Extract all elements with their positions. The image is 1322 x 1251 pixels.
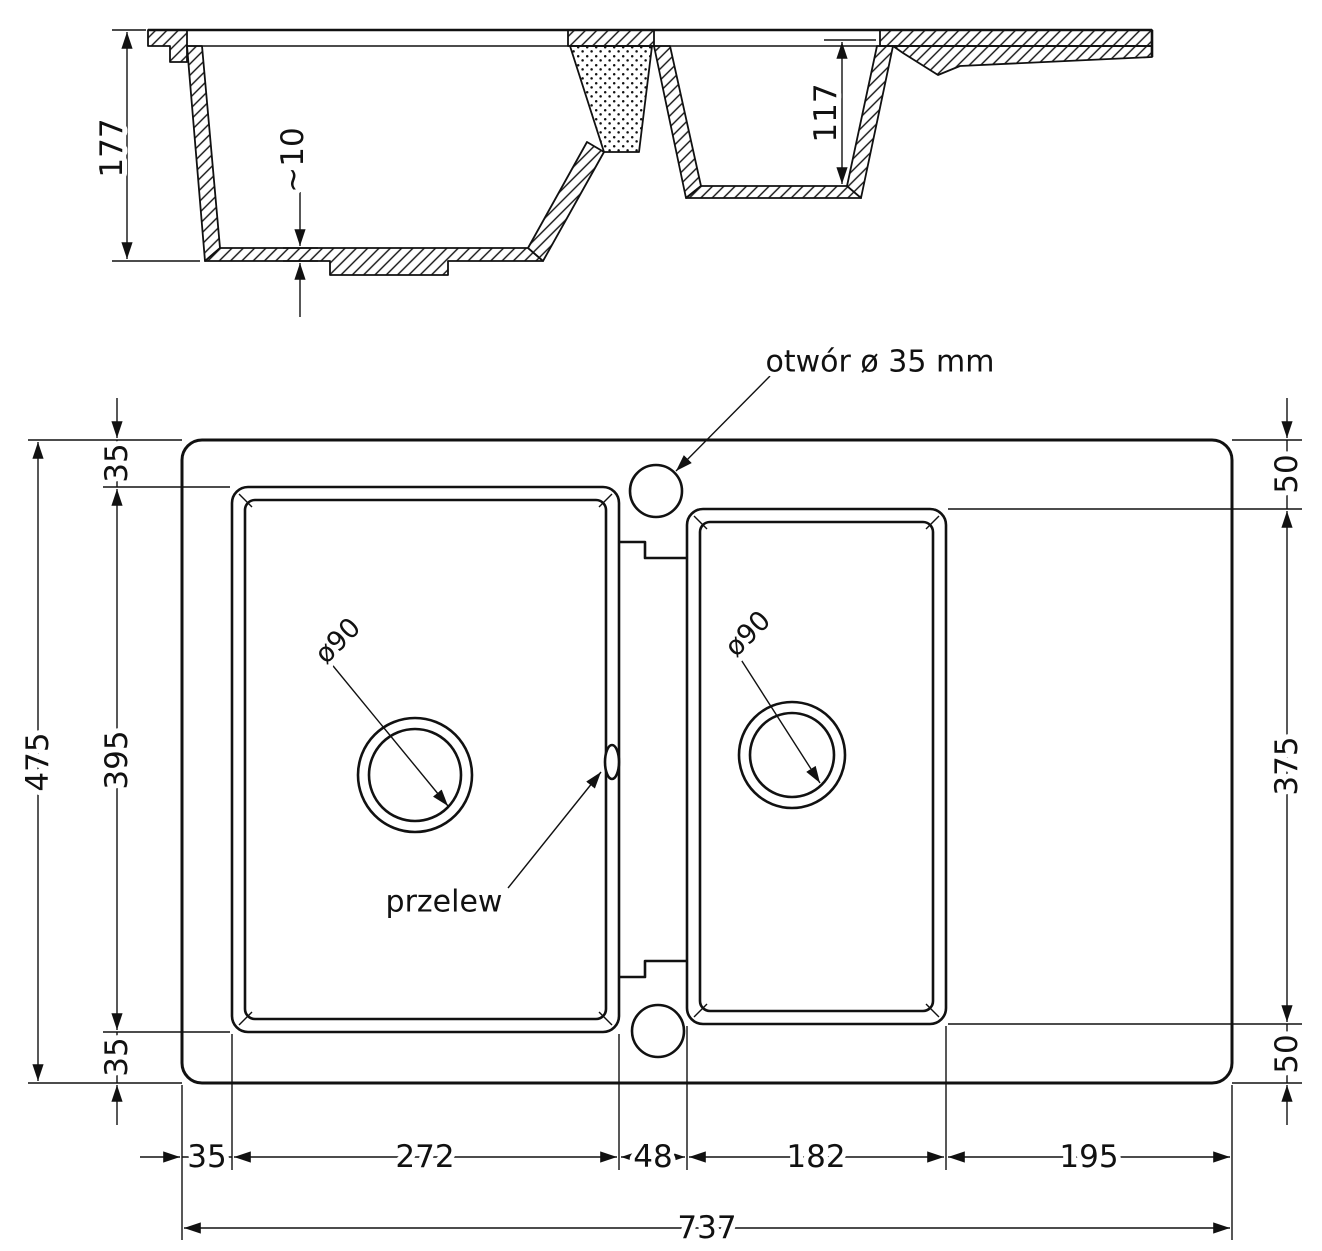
section-right-deck (879, 29, 1153, 47)
dim-375: 375 (1264, 510, 1310, 1022)
dim-35-top: 35 (94, 398, 140, 488)
section-left-basin-right-wall (527, 141, 605, 262)
section-left-rim-lip (147, 29, 188, 63)
dim-117: 117 (803, 39, 876, 184)
dim-395: 395 (94, 489, 140, 1030)
dim-395-label: 395 (99, 730, 135, 789)
divider-step-top (619, 540, 687, 560)
faucet-hole-bottom (630, 1003, 686, 1059)
dim-50-top-label: 50 (1269, 454, 1305, 493)
drain-left-label: ø90 (309, 612, 367, 670)
drain-left-leader (319, 649, 449, 807)
dim-10-label: ~10 (275, 127, 311, 192)
dim-195-label: 195 (1059, 1139, 1118, 1175)
corner-tick (238, 493, 253, 508)
section-divider-deck (567, 29, 655, 47)
dim-35-bottom: 35 (94, 1032, 140, 1125)
left-drain-outer (356, 716, 474, 834)
dim-35-bottom-label: 35 (99, 1037, 135, 1076)
left-basin-corner-ticks (238, 493, 613, 1026)
dim-50-bottom: 50 (1264, 1024, 1310, 1125)
dim-177-label: 177 (94, 118, 130, 177)
dim-737-label: 737 (677, 1210, 736, 1246)
corner-tick (925, 1003, 940, 1018)
section-divider-core (569, 45, 653, 153)
left-basin-inner (243, 498, 608, 1021)
section-right-basin-right-wall (846, 45, 894, 199)
dim-10: ~10 (270, 122, 318, 317)
hole-note-label: otwór ø 35 mm (766, 345, 995, 380)
dim-35-label: 35 (187, 1139, 226, 1175)
divider-step-bottom (619, 959, 687, 979)
callout-drain-left: ø90 (304, 607, 449, 807)
overflow-leader (507, 771, 602, 889)
corner-tick (693, 1003, 708, 1018)
corner-tick (238, 1011, 253, 1026)
extension-lines (28, 439, 1302, 1240)
corner-tick (925, 515, 940, 530)
dim-737: 737 (184, 1205, 1230, 1251)
dim-182-label: 182 (786, 1139, 845, 1175)
section-left-basin-floor (204, 247, 544, 276)
dim-117-label: 117 (808, 83, 844, 142)
dim-chain-bottom: 35 272 48 182 195 (140, 1134, 1230, 1180)
drain-right-label: ø90 (719, 605, 777, 663)
sink-outline (180, 438, 1234, 1085)
section-right-basin-floor (685, 185, 862, 199)
section-right-basin-left-wall (653, 45, 702, 199)
callout-overflow: przelew (381, 771, 602, 925)
section-view: 177 ~10 117 (89, 28, 1154, 317)
faucet-hole-top (628, 463, 684, 519)
dim-375-label: 375 (1269, 736, 1305, 795)
dim-475: 475 (15, 442, 61, 1081)
overflow-slot (603, 743, 621, 781)
dim-48-label: 48 (633, 1139, 672, 1175)
section-left-basin-left-wall (186, 45, 221, 262)
dim-475-label: 475 (20, 732, 56, 791)
hole-note-leader (675, 373, 773, 472)
callout-drain-right: ø90 (714, 600, 821, 784)
right-drain-inner (748, 711, 836, 799)
right-drain-outer (737, 700, 847, 810)
right-basin-outer (685, 507, 948, 1026)
corner-tick (598, 493, 613, 508)
callout-hole-note: otwór ø 35 mm (675, 340, 999, 472)
dim-50-bottom-label: 50 (1269, 1034, 1305, 1073)
left-basin-outer (230, 485, 621, 1034)
drain-right-leader (730, 643, 821, 784)
corner-tick (693, 515, 708, 530)
section-drainer-slab (892, 45, 1153, 76)
dim-272-label: 272 (395, 1139, 454, 1175)
dim-177: 177 (89, 29, 200, 262)
right-basin-inner (698, 520, 935, 1013)
dim-35-top-label: 35 (99, 443, 135, 482)
right-basin-corner-ticks (693, 515, 940, 1018)
plan-view: otwór ø 35 mm przelew ø90 ø90 (15, 340, 1310, 1251)
corner-tick (598, 1011, 613, 1026)
left-drain-inner (367, 727, 463, 823)
dim-50-top: 50 (1264, 398, 1310, 509)
overflow-label: przelew (386, 885, 503, 920)
